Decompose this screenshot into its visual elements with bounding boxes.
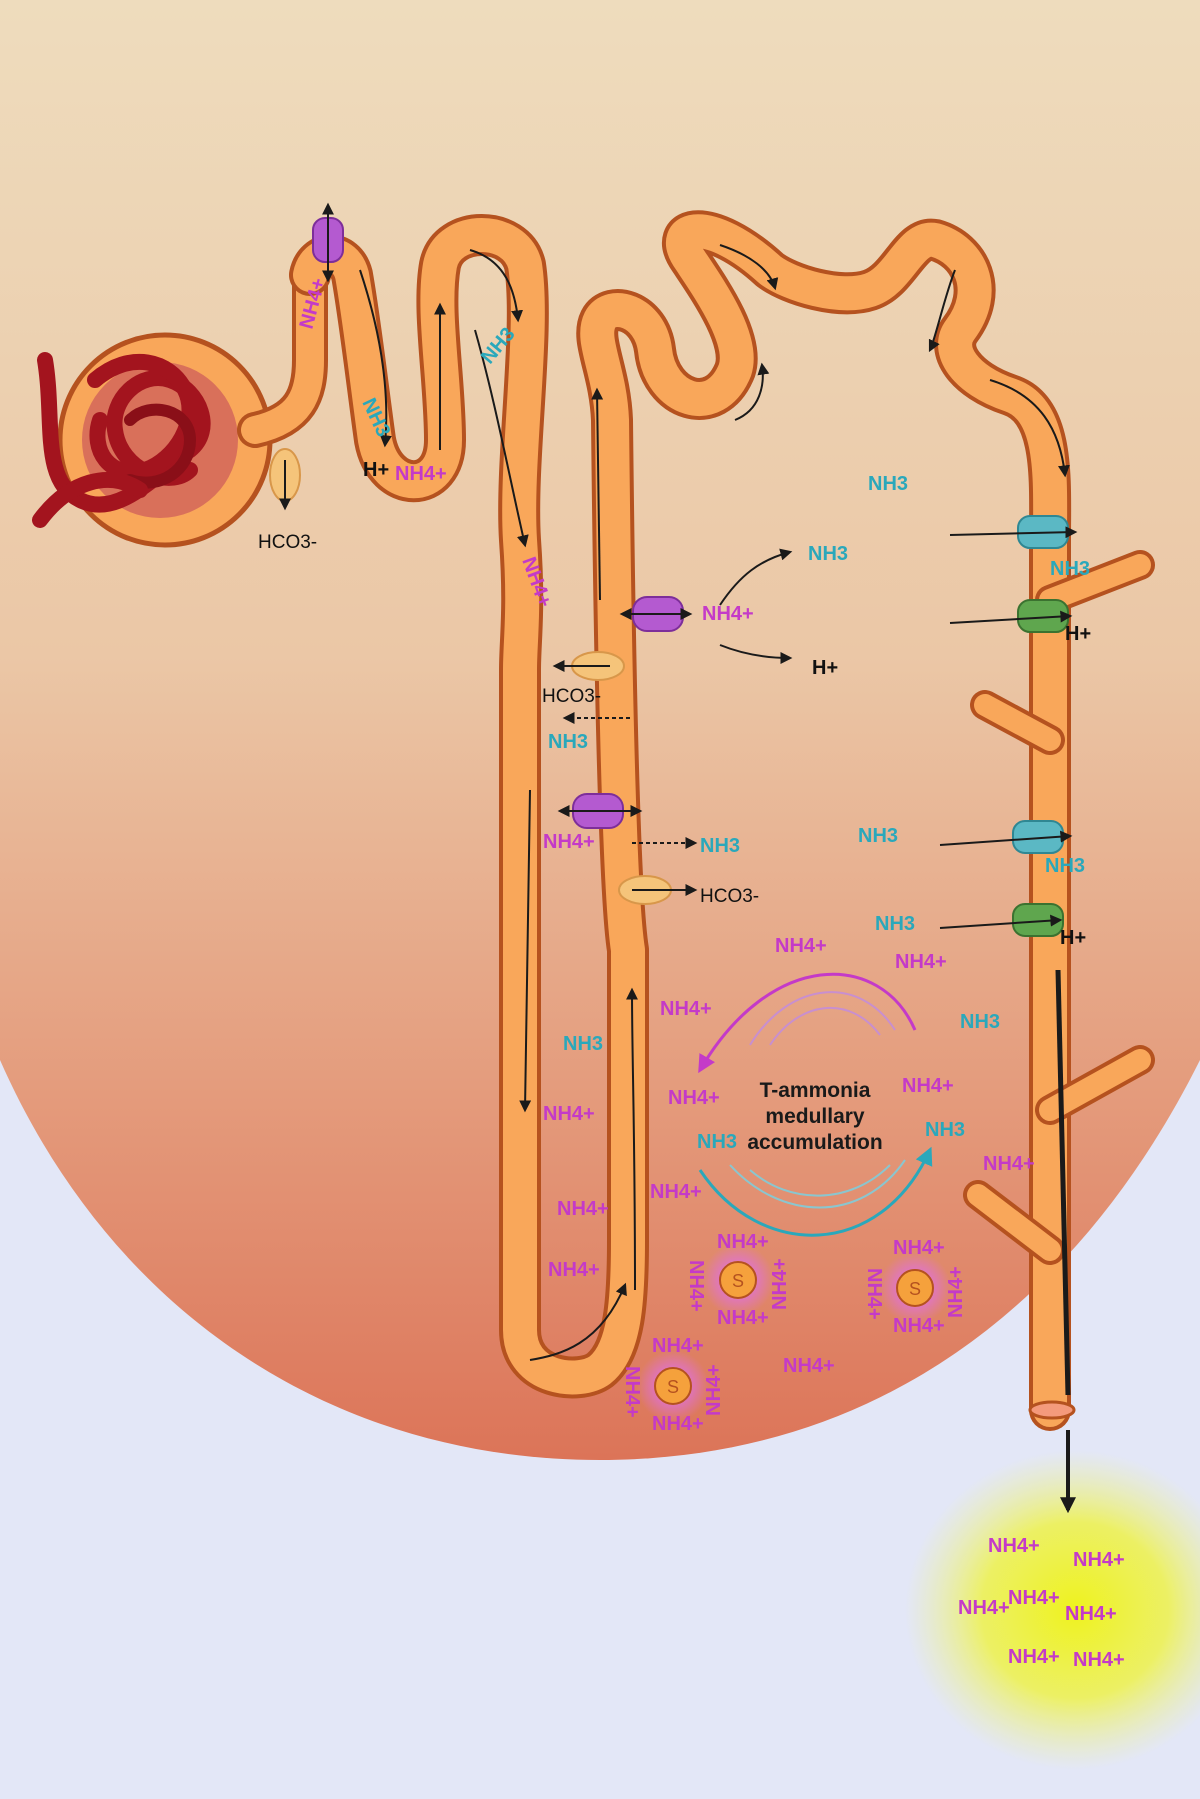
nh4-label: NH4+ [902,1075,954,1097]
nh4-label: NH4+ [702,603,754,625]
hco3-label: HCO3- [258,532,317,553]
nh4-label: NH4+ [652,1335,704,1357]
nh3-label: NH3 [960,1011,1000,1033]
nh4-label: NH4+ [895,951,947,973]
nh4-label: NH4+ [717,1307,769,1329]
glomerulus-icon [32,352,211,528]
nh3-label: NH3 [548,731,588,753]
nh4-label: NH4+ [548,1259,600,1281]
nh4-label: NH4+ [543,831,595,853]
nh3-label: NH3 [808,543,848,565]
nh4-label: NH4+ [769,1258,791,1310]
nh3-label: NH3 [700,835,740,857]
nh3-label: NH3 [697,1131,737,1153]
nh4-label: NH4+ [1008,1587,1060,1609]
nh3-label: NH3 [875,913,915,935]
nh4-label: NH4+ [1073,1649,1125,1671]
nh4-label: NH4+ [652,1413,704,1435]
nh4-label: NH4+ [703,1364,725,1416]
nh3-label: NH3 [1050,558,1090,580]
h-ion-label: H+ [812,657,838,679]
nh4-label: NH4+ [958,1597,1010,1619]
nh4-label: NH4+ [395,463,447,485]
nh3-label: NH3 [925,1119,965,1141]
nh4-label: NH4+ [893,1237,945,1259]
h-ion-label: H+ [1060,927,1086,949]
h-ion-label: H+ [363,459,389,481]
nh4-label: NH4+ [717,1231,769,1253]
nh4-label: NH4+ [1065,1603,1117,1625]
nh4-label: NH4+ [660,998,712,1020]
hco3-label: HCO3- [700,886,759,907]
nh4-label: NH4+ [557,1198,609,1220]
accumulation-arrows [698,972,933,1237]
nh4-label: NH4+ [893,1315,945,1337]
nh3-label: NH3 [1045,855,1085,877]
h-ion-label: H+ [1065,623,1091,645]
title-line-1: T-ammonia [760,1079,871,1102]
nh4-label: NH4+ [650,1181,702,1203]
nh4-label: NH4+ [668,1087,720,1109]
nh3-label: NH3 [858,825,898,847]
transporter-green-icon [1012,903,1064,937]
hco3-label: HCO3- [542,686,601,707]
nh3-label: NH3 [563,1033,603,1055]
nh4-label: NH4+ [1008,1646,1060,1668]
arrows [279,202,1078,1514]
nh4-label: NH4+ [543,1103,595,1125]
title-line-2: medullary [765,1105,865,1128]
nh4-label: NH4+ [983,1153,1035,1175]
urine-glow [905,1450,1200,1770]
nh4-label: NH4+ [775,935,827,957]
nh4-label: NH4+ [783,1355,835,1377]
nh4-label: NH4+ [988,1535,1040,1557]
solute-label: S [732,1271,744,1291]
nh4-label: NH4+ [621,1366,643,1418]
solute-particles: S S S [637,1244,951,1422]
nh3-label: NH3 [868,473,908,495]
nh4-label: NH4+ [945,1266,967,1318]
title-line-3: accumulation [747,1131,882,1154]
solute-icon [654,1367,692,1405]
nh4-label: NH4+ [1073,1549,1125,1571]
solute-label: S [909,1279,921,1299]
solute-icon [719,1261,757,1299]
nh4-label: NH4+ [863,1268,885,1320]
solute-label: S [667,1377,679,1397]
nh4-label: NH4+ [685,1260,707,1312]
solute-icon [896,1269,934,1307]
